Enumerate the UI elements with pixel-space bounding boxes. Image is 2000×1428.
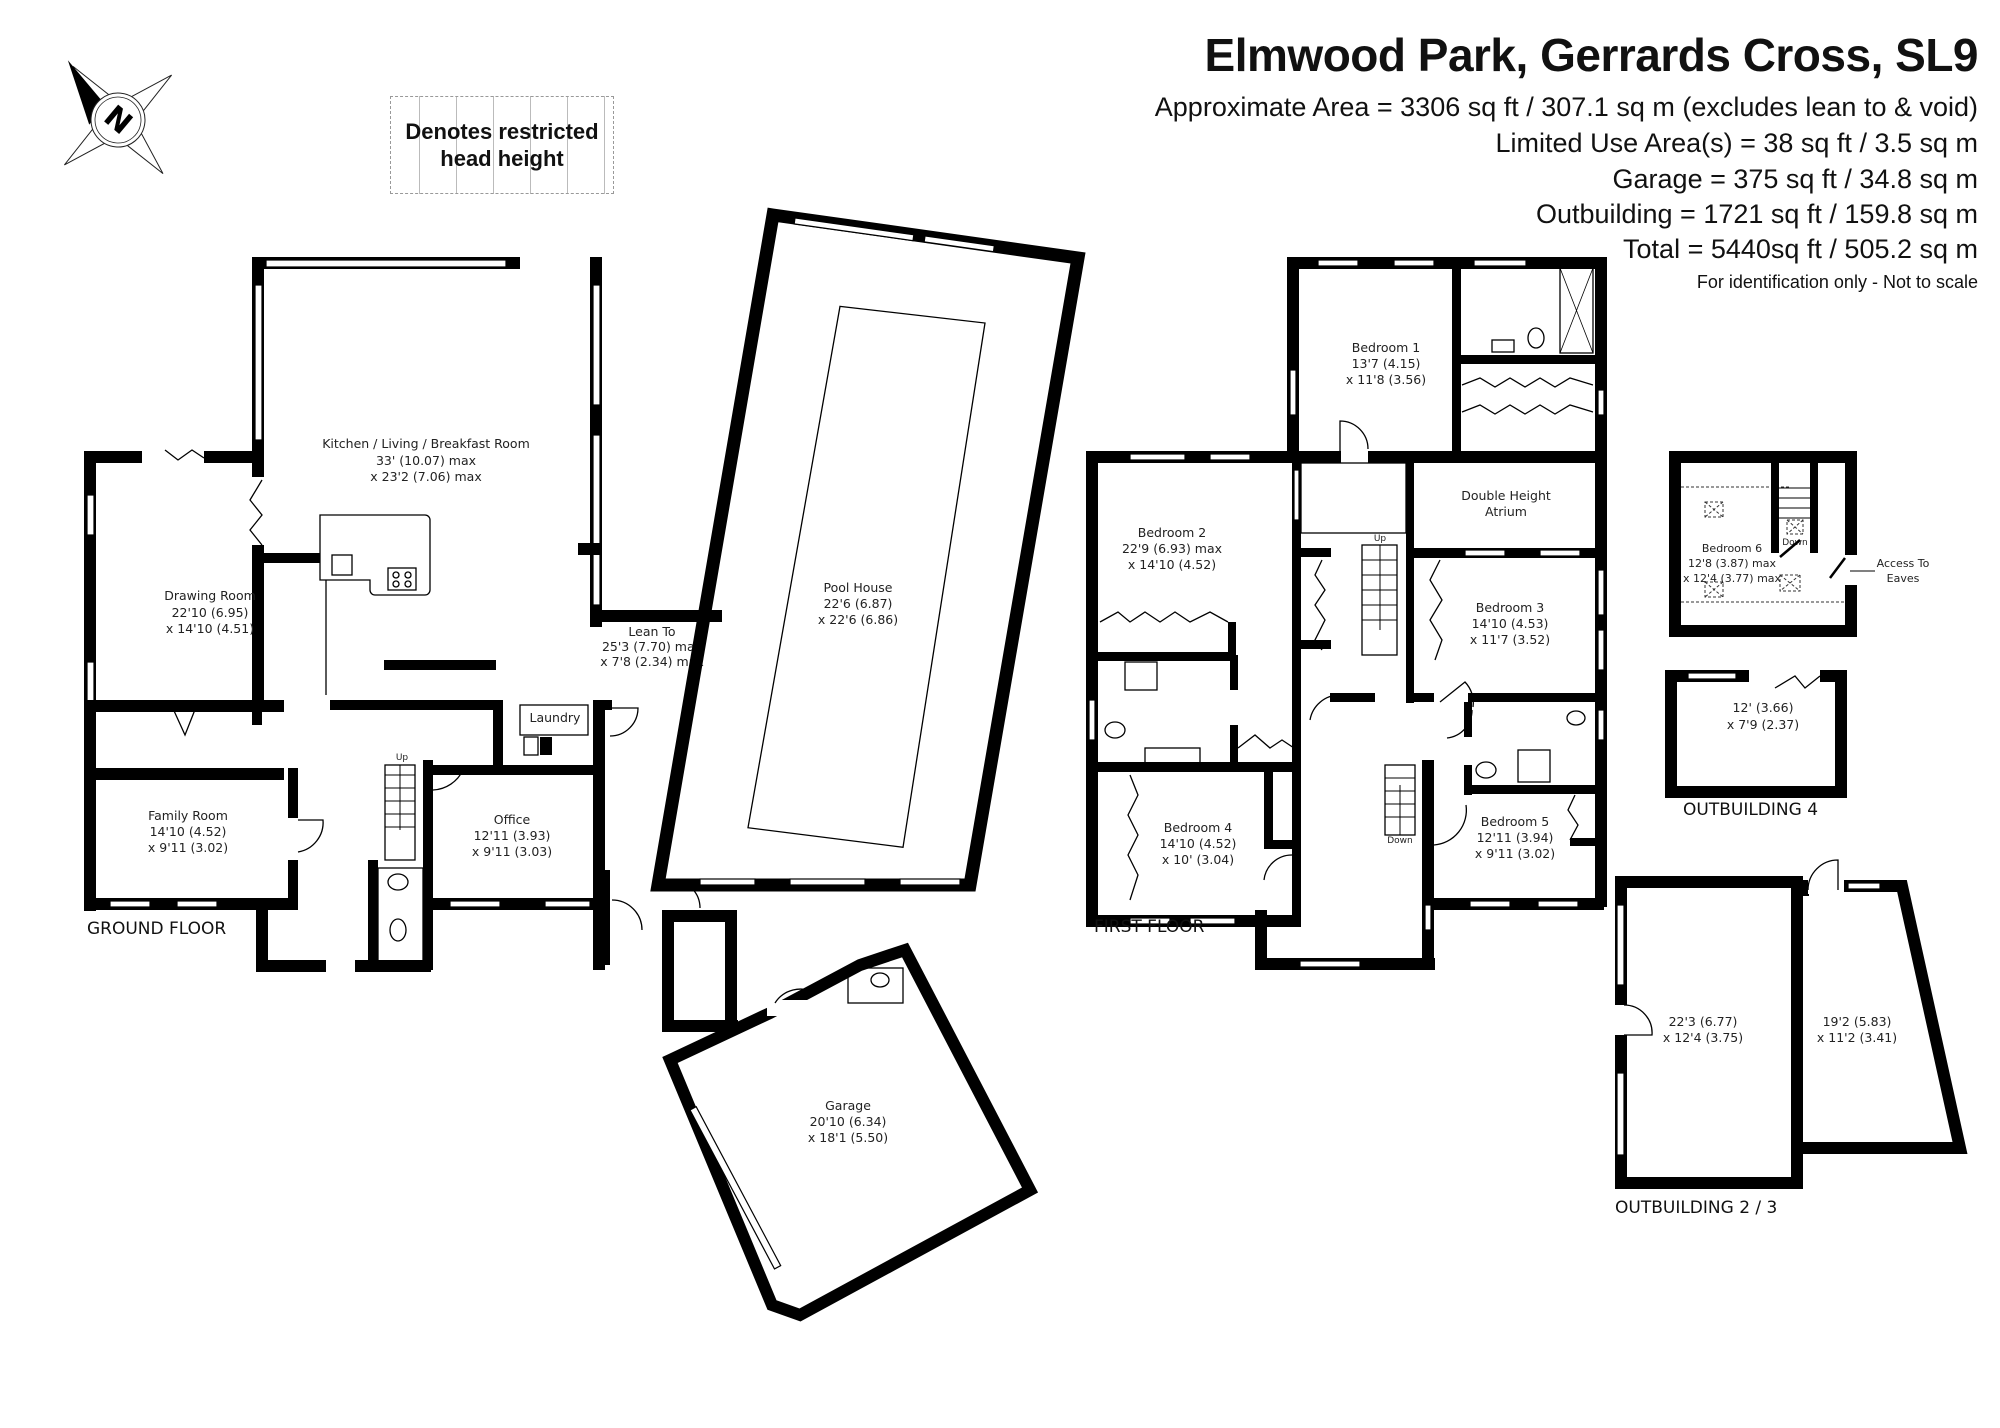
room-dim-bed6-1: 12'8 (3.87) max bbox=[1688, 557, 1777, 570]
first-floor-label: FIRST FLOOR bbox=[1094, 917, 1205, 937]
room-dim-bed3-1: 14'10 (4.53) bbox=[1472, 616, 1549, 631]
outbuilding23-plan: 22'3 (6.77) x 12'4 (3.75) 19'2 (5.83) x … bbox=[1614, 859, 1968, 1218]
room-dim-pool-2: x 22'6 (6.86) bbox=[818, 612, 898, 627]
room-dim-bed2-1: 22'9 (6.93) max bbox=[1122, 541, 1222, 556]
legend-line-2: head height bbox=[440, 146, 564, 171]
room-dim-kitchen-2: x 23'2 (7.06) max bbox=[370, 469, 481, 484]
room-dim-office-2: x 9'11 (3.03) bbox=[472, 844, 552, 859]
room-dim-leanto-2: x 7'8 (2.34) max bbox=[600, 654, 703, 669]
area-limited-use: Limited Use Area(s) = 38 sq ft / 3.5 sq … bbox=[1495, 128, 1978, 158]
room-name-bed2: Bedroom 2 bbox=[1138, 525, 1206, 540]
room-dim-family-2: x 9'11 (3.02) bbox=[148, 840, 228, 855]
ob4-dim-2: x 7'9 (2.37) bbox=[1727, 717, 1799, 732]
room-name-bed6: Bedroom 6 bbox=[1702, 542, 1762, 555]
room-dim-bed5-2: x 9'11 (3.02) bbox=[1475, 846, 1555, 861]
stair-up-label: Up bbox=[396, 753, 409, 763]
room-dim-garage-1: 20'10 (6.34) bbox=[810, 1114, 887, 1129]
room-dim-bed1-1: 13'7 (4.15) bbox=[1352, 356, 1421, 371]
room-name-bed1: Bedroom 1 bbox=[1352, 340, 1420, 355]
room-name-bed4: Bedroom 4 bbox=[1164, 820, 1233, 835]
pool-house-plan: Pool House 22'6 (6.87) x 22'6 (6.86) bbox=[650, 207, 1086, 892]
compass-icon: N bbox=[63, 60, 173, 175]
room-name-atrium-2: Atrium bbox=[1485, 504, 1527, 519]
room-name-family: Family Room bbox=[148, 808, 228, 823]
ground-floor-label: GROUND FLOOR bbox=[87, 919, 226, 939]
outbuilding4-label: OUTBUILDING 4 bbox=[1683, 800, 1818, 820]
room-dim-bed1-2: x 11'8 (3.56) bbox=[1346, 372, 1426, 387]
room-dim-office-1: 12'11 (3.93) bbox=[474, 828, 551, 843]
room-name-office: Office bbox=[494, 812, 531, 827]
room-dim-bed4-1: 14'10 (4.52) bbox=[1160, 836, 1237, 851]
room-dim-garage-2: x 18'1 (5.50) bbox=[808, 1130, 888, 1145]
ob3-dim-2: x 11'2 (3.41) bbox=[1817, 1030, 1897, 1045]
area-approximate: Approximate Area = 3306 sq ft / 307.1 sq… bbox=[1154, 92, 1978, 122]
room-dim-bed6-2: x 12'4 (3.77) max bbox=[1683, 572, 1782, 585]
room-name-laundry: Laundry bbox=[530, 710, 582, 725]
area-outbuilding: Outbuilding = 1721 sq ft / 159.8 sq m bbox=[1535, 199, 1978, 229]
room-dim-bed4-2: x 10' (3.04) bbox=[1162, 852, 1234, 867]
ob2-dim-1: 22'3 (6.77) bbox=[1669, 1014, 1738, 1029]
room-name-garage: Garage bbox=[825, 1098, 871, 1113]
eaves-label-2: Eaves bbox=[1887, 572, 1920, 585]
room-dim-family-1: 14'10 (4.52) bbox=[150, 824, 227, 839]
room-dim-drawing-2: x 14'10 (4.51) bbox=[166, 621, 254, 636]
ob2-dim-2: x 12'4 (3.75) bbox=[1663, 1030, 1743, 1045]
area-garage: Garage = 375 sq ft / 34.8 sq m bbox=[1612, 164, 1978, 194]
ob4-dim-1: 12' (3.66) bbox=[1733, 700, 1794, 715]
room-name-kitchen: Kitchen / Living / Breakfast Room bbox=[322, 436, 530, 451]
area-total: Total = 5440sq ft / 505.2 sq m bbox=[1623, 234, 1978, 264]
first-floor-plan: Up Down bbox=[1086, 257, 1607, 970]
disclaimer: For identification only - Not to scale bbox=[1696, 272, 1978, 292]
outbuilding23-label: OUTBUILDING 2 / 3 bbox=[1615, 1198, 1777, 1218]
room-dim-bed3-2: x 11'7 (3.52) bbox=[1470, 632, 1550, 647]
room-name-bed3: Bedroom 3 bbox=[1476, 600, 1544, 615]
room-dim-bed2-2: x 14'10 (4.52) bbox=[1128, 557, 1216, 572]
room-dim-drawing-1: 22'10 (6.95) bbox=[172, 605, 249, 620]
bedroom6-plan: Down Bedroom 6 12'8 (3.87) max x 12'4 (3… bbox=[1669, 451, 1930, 637]
room-dim-pool-1: 22'6 (6.87) bbox=[824, 596, 893, 611]
room-dim-leanto-1: 25'3 (7.70) max bbox=[602, 639, 702, 654]
room-name-atrium: Double Height bbox=[1461, 488, 1551, 503]
room-dim-bed5-1: 12'11 (3.94) bbox=[1477, 830, 1554, 845]
room-name-bed5: Bedroom 5 bbox=[1481, 814, 1549, 829]
garage-plan: Garage 20'10 (6.34) x 18'1 (5.50) bbox=[662, 942, 1039, 1322]
property-title: Elmwood Park, Gerrards Cross, SL9 bbox=[1204, 29, 1979, 81]
room-name-pool: Pool House bbox=[823, 580, 892, 595]
room-name-drawing: Drawing Room bbox=[164, 588, 256, 603]
first-floor-stair-up-label: Up bbox=[1374, 534, 1387, 544]
ob3-dim-1: 19'2 (5.83) bbox=[1823, 1014, 1892, 1029]
ground-floor-plan: Up Kitchen / Living / Breakfast Room 33'… bbox=[84, 257, 738, 1032]
eaves-label-1: Access To bbox=[1877, 557, 1930, 570]
outbuilding4-plan: 12' (3.66) x 7'9 (2.37) OUTBUILDING 4 bbox=[1665, 670, 1847, 820]
first-floor-stair-down-label: Down bbox=[1387, 836, 1413, 846]
room-dim-kitchen-1: 33' (10.07) max bbox=[376, 453, 476, 468]
room-name-leanto: Lean To bbox=[628, 624, 675, 639]
legend-line-1: Denotes restricted bbox=[405, 119, 599, 144]
